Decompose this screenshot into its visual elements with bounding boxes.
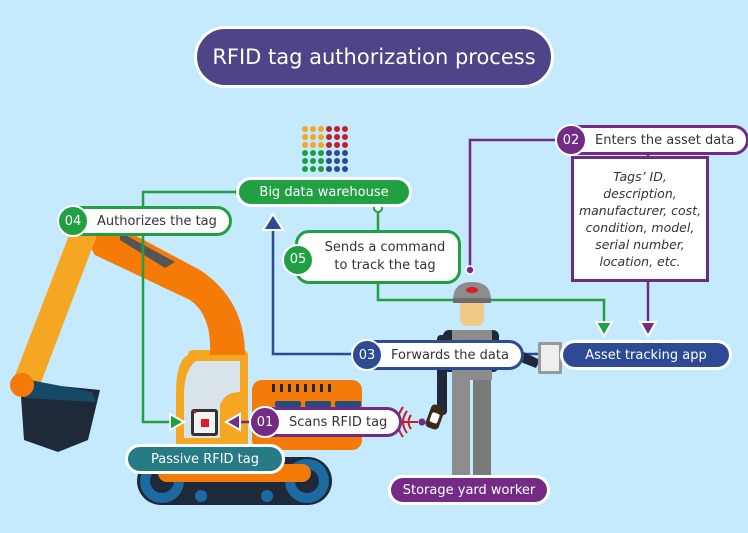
step-04-label: 04 Authorizes the tag [57, 205, 232, 237]
data-dot [318, 126, 324, 132]
asset-tracking-app-node: Asset tracking app [560, 340, 732, 370]
data-dot [342, 150, 348, 156]
data-dot [342, 158, 348, 164]
arrow-left-icon [223, 412, 241, 432]
data-dot [342, 134, 348, 140]
data-dot [310, 134, 316, 140]
asset-data-fields-box: Tags’ ID, description, manufacturer, cos… [571, 156, 709, 282]
data-dot [302, 134, 308, 140]
dot-grid-database-icon [302, 126, 348, 172]
arrow-right-icon [169, 412, 187, 432]
step-text: Authorizes the tag [97, 213, 217, 229]
data-dot [326, 158, 332, 164]
step-number-badge: 05 [282, 244, 314, 276]
connector-03 [271, 226, 355, 356]
step-number-badge: 03 [351, 339, 383, 371]
step-text: Enters the asset data [595, 132, 735, 148]
tablet-icon [538, 342, 562, 374]
connector-04 [141, 190, 240, 424]
rfid-chip-icon [191, 409, 218, 436]
data-dot [302, 158, 308, 164]
step-02-label: 02 Enters the asset data [555, 124, 748, 156]
data-dot [334, 126, 340, 132]
data-dot [310, 158, 316, 164]
data-dot [310, 150, 316, 156]
step-text-line1: Sends a command [324, 240, 446, 255]
arrow-up-icon [261, 212, 285, 231]
data-dot [326, 134, 332, 140]
data-dot [334, 150, 340, 156]
data-dot [342, 126, 348, 132]
data-dot [334, 166, 340, 172]
data-dot [334, 134, 340, 140]
step-number-badge: 02 [555, 124, 587, 156]
storage-yard-worker-node: Storage yard worker [388, 475, 550, 505]
step-text-line2: to track the tag [334, 258, 436, 273]
data-dot [318, 158, 324, 164]
passive-rfid-tag-node: Passive RFID tag [125, 444, 285, 474]
data-dot [310, 166, 316, 172]
data-dot [342, 142, 348, 148]
big-data-warehouse-node: Big data warehouse [236, 177, 412, 207]
data-dot [318, 142, 324, 148]
data-dot [318, 150, 324, 156]
data-dot [302, 126, 308, 132]
arrow-down-icon [638, 321, 658, 339]
data-dot [310, 126, 316, 132]
arrow-down-icon [594, 321, 614, 339]
data-dot [318, 166, 324, 172]
data-dot [334, 158, 340, 164]
step-03-label: 03 Forwards the data [351, 339, 524, 371]
data-dot [302, 142, 308, 148]
step-number-badge: 04 [57, 205, 89, 237]
step-text: Forwards the data [391, 347, 509, 363]
worker-illustration [425, 282, 540, 475]
data-dot [318, 134, 324, 140]
connector-02 [468, 138, 555, 268]
data-dot [302, 150, 308, 156]
step-01-label: 01 Scans RFID tag [249, 406, 403, 438]
page-title: RFID tag authorization process [194, 26, 554, 88]
data-dot [342, 166, 348, 172]
data-dot [326, 142, 332, 148]
data-dot [334, 142, 340, 148]
data-dot [326, 126, 332, 132]
step-number-badge: 01 [249, 406, 281, 438]
step-05-label: 05 Sends a command to track the tag [282, 230, 461, 284]
data-dot [302, 166, 308, 172]
data-dot [310, 142, 316, 148]
handheld-scanner-icon [429, 412, 440, 424]
data-dot [326, 150, 332, 156]
data-dot [326, 166, 332, 172]
step-text: Scans RFID tag [289, 414, 388, 430]
